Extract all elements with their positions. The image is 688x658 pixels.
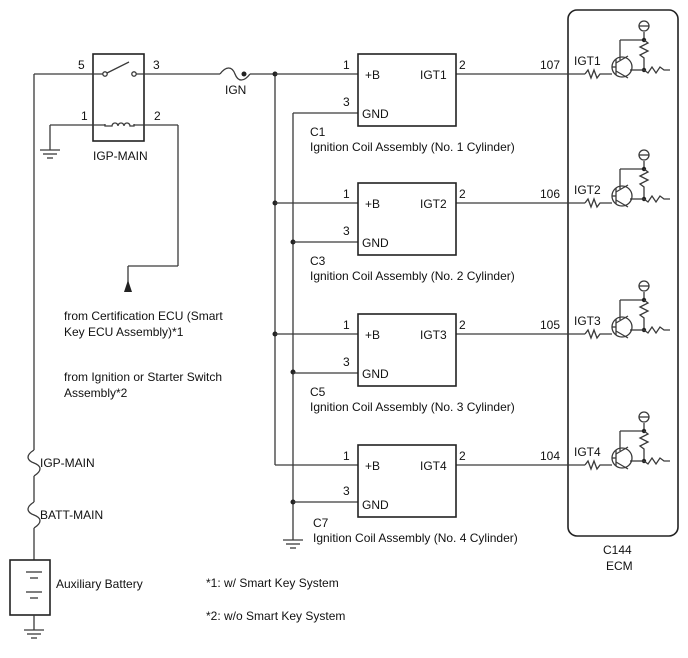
coil-label-igt: IGT4 (420, 459, 447, 473)
coil-pin-igt: 2 (459, 318, 466, 332)
coil-name: Ignition Coil Assembly (No. 4 Cylinder) (313, 531, 518, 545)
coil-box (357, 444, 457, 518)
coil-label-gnd: GND (362, 498, 389, 512)
ecu-pin: 104 (540, 449, 560, 463)
footnote-2: *2: w/o Smart Key System (206, 609, 345, 623)
auxiliary-battery: Auxiliary Battery (9, 559, 143, 639)
relay-section: 5 3 1 2 IGP-MAIN (34, 53, 220, 292)
relay-pin-3: 3 (153, 58, 160, 72)
coil-pin-b: 1 (343, 318, 350, 332)
ecu-pin: 107 (540, 58, 560, 72)
coil-box (357, 53, 457, 127)
coil-name: Ignition Coil Assembly (No. 3 Cylinder) (310, 400, 515, 414)
battery-box (9, 559, 51, 616)
ground-bus (283, 113, 303, 549)
fuse-icon (27, 449, 41, 477)
ign-fuse: IGN (219, 67, 275, 97)
coil-pin-b: 1 (343, 449, 350, 463)
relay-switch-blade (106, 61, 130, 74)
battery-feed: IGP-MAIN BATT-MAIN (27, 74, 103, 560)
fuse-icon (219, 67, 251, 81)
coil-row-4: +B GND IGT4 1 3 2 C7 Ignition Coil Assem… (275, 411, 670, 545)
ign-fuse-label: IGN (225, 83, 246, 97)
note-switch-line1: from Ignition or Starter Switch (64, 370, 222, 384)
battery-label: Auxiliary Battery (56, 577, 143, 591)
transistor-driver-icon (584, 20, 670, 80)
relay-pin-1: 1 (81, 109, 88, 123)
coil-pin-gnd: 3 (343, 224, 350, 238)
ecm-connector: C144 (603, 543, 632, 557)
ground-icon (40, 149, 60, 159)
coil-pin-b: 1 (343, 187, 350, 201)
relay-label: IGP-MAIN (93, 149, 148, 163)
ecm-box (567, 9, 679, 537)
coil-row-1: +B GND IGT1 1 3 2 C1 Ignition Coil Assem… (275, 20, 670, 154)
fuse-icon (27, 501, 41, 529)
ecu-pin: 105 (540, 318, 560, 332)
coil-pin-b: 1 (343, 58, 350, 72)
coil-label-b: +B (365, 197, 380, 211)
ground-icon (24, 629, 44, 639)
relay-box (92, 53, 145, 142)
relay-coil-icon (104, 122, 135, 127)
relay-contact-right (131, 71, 137, 77)
coil-connector: C1 (310, 125, 326, 139)
coil-label-gnd: GND (362, 367, 389, 381)
ecu-igt-label: IGT4 (574, 445, 601, 459)
transistor-driver-icon (584, 280, 670, 340)
ecu-igt-label: IGT3 (574, 314, 601, 328)
coil-connector: C5 (310, 385, 326, 399)
coil-pin-igt: 2 (459, 58, 466, 72)
coil-row-3: +B GND IGT3 1 3 2 C5 Ignition Coil Assem… (275, 280, 670, 414)
ecm: C144 ECM (567, 9, 679, 573)
notes: from Certification ECU (Smart Key ECU As… (64, 309, 345, 623)
coil-label-b: +B (365, 459, 380, 473)
relay-contact-left (102, 71, 108, 77)
ecu-igt-label: IGT1 (574, 54, 601, 68)
note-certification-line2: Key ECU Assembly)*1 (64, 325, 184, 339)
coil-label-gnd: GND (362, 107, 389, 121)
coil-connector: C7 (313, 516, 329, 530)
coil-label-b: +B (365, 328, 380, 342)
coil-label-b: +B (365, 68, 380, 82)
relay-pin-2: 2 (154, 109, 161, 123)
ecm-name: ECM (606, 559, 633, 573)
note-switch-line2: Assembly*2 (64, 386, 128, 400)
coil-pin-igt: 2 (459, 187, 466, 201)
transistor-driver-icon (584, 149, 670, 209)
coil-row-2: +B GND IGT2 1 3 2 C3 Ignition Coil Assem… (275, 149, 670, 283)
coil-label-igt: IGT1 (420, 68, 447, 82)
coil-box (357, 313, 457, 387)
coil-pin-gnd: 3 (343, 484, 350, 498)
arrow-up-icon (124, 280, 132, 292)
coil-pin-gnd: 3 (343, 95, 350, 109)
note-certification-line1: from Certification ECU (Smart (64, 309, 223, 323)
ecu-igt-label: IGT2 (574, 183, 601, 197)
coil-label-igt: IGT2 (420, 197, 447, 211)
footnote-1: *1: w/ Smart Key System (206, 576, 339, 590)
coil-pin-gnd: 3 (343, 355, 350, 369)
coil-pin-igt: 2 (459, 449, 466, 463)
transistor-driver-icon (584, 411, 670, 471)
coil-name: Ignition Coil Assembly (No. 1 Cylinder) (310, 140, 515, 154)
coil-box (357, 182, 457, 256)
coil-label-gnd: GND (362, 236, 389, 250)
ecu-pin: 106 (540, 187, 560, 201)
coil-connector: C3 (310, 254, 326, 268)
ground-icon (283, 539, 303, 549)
coil-label-igt: IGT3 (420, 328, 447, 342)
coil-name: Ignition Coil Assembly (No. 2 Cylinder) (310, 269, 515, 283)
power-bus (272, 71, 278, 465)
igp-main-fuse-label: IGP-MAIN (40, 456, 95, 470)
batt-main-fuse-label: BATT-MAIN (40, 508, 103, 522)
relay-pin-5: 5 (78, 58, 85, 72)
